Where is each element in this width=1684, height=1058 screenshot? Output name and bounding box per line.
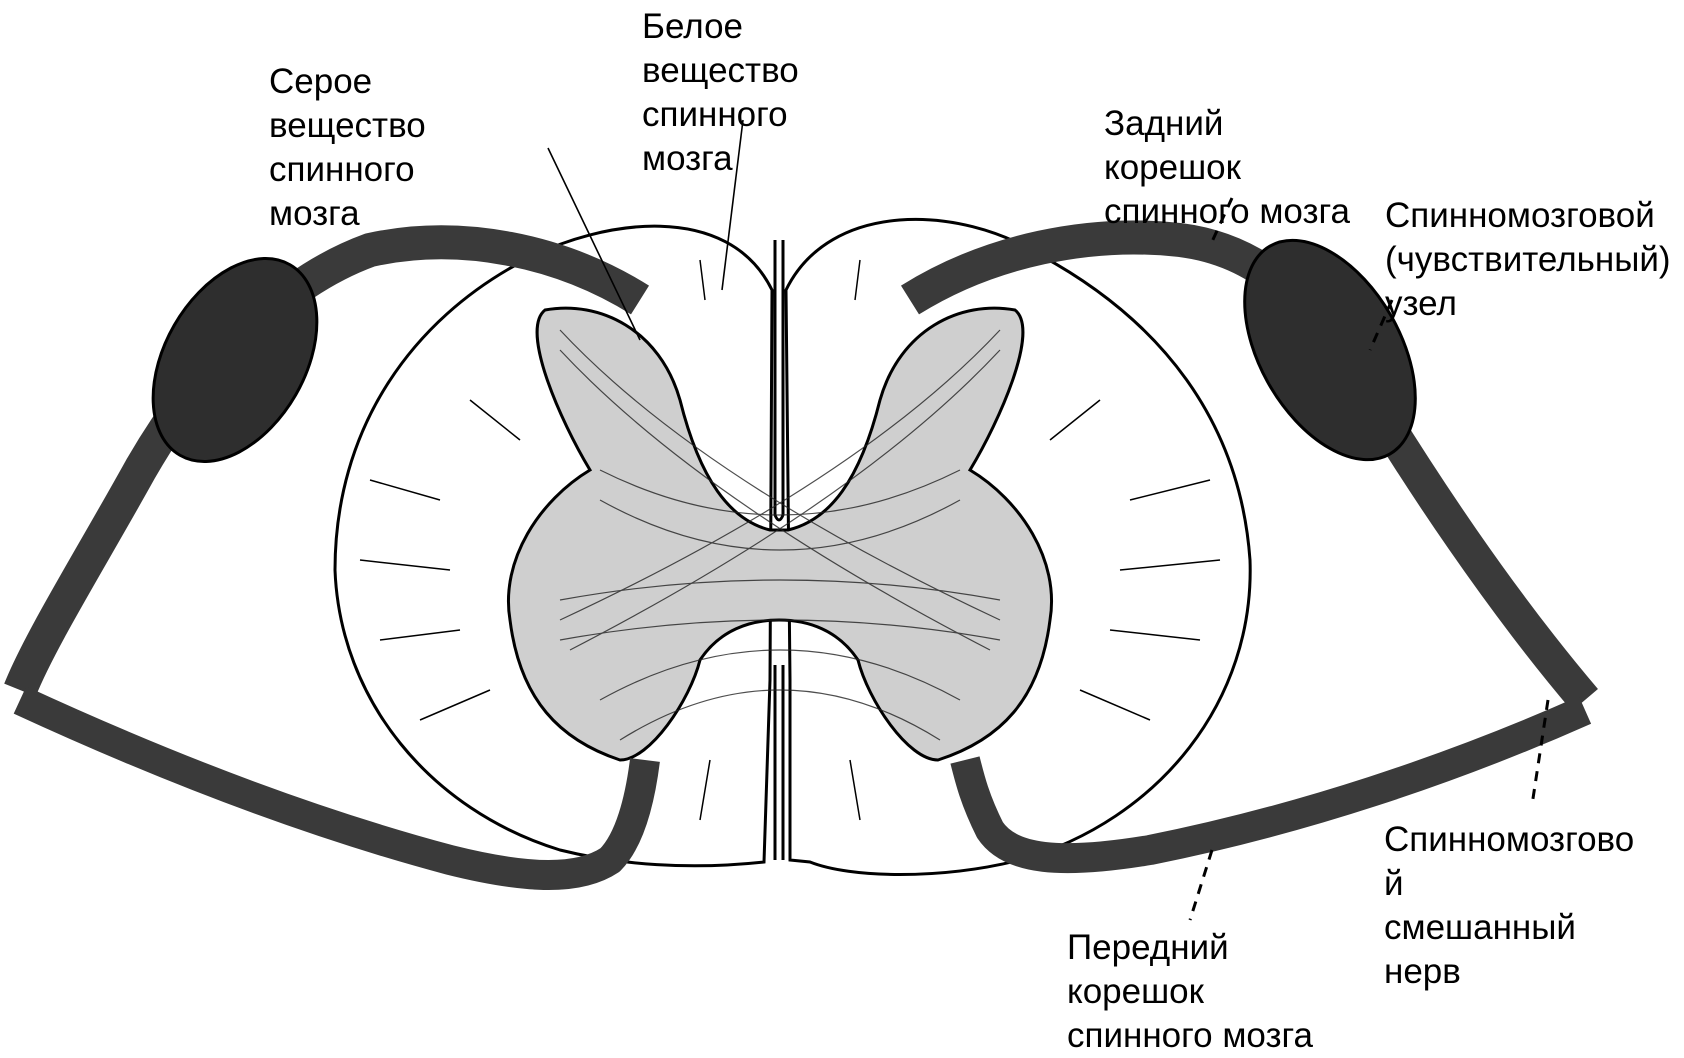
label-spinal-nerve: Спинномозгово й смешанный нерв xyxy=(1384,818,1634,994)
label-white-matter: Белое вещество спинного мозга xyxy=(642,5,799,181)
label-gray-matter: Серое вещество спинного мозга xyxy=(269,60,426,236)
label-ventral-root: Передний корешок спинного мозга xyxy=(1067,926,1313,1058)
label-spinal-ganglion: Спинномозговой (чувствительный) узел xyxy=(1385,194,1671,326)
gray-matter xyxy=(508,308,1051,760)
label-dorsal-root: Задний корешок спинного мозга xyxy=(1104,102,1350,234)
leader-ventral-root xyxy=(1190,850,1212,920)
